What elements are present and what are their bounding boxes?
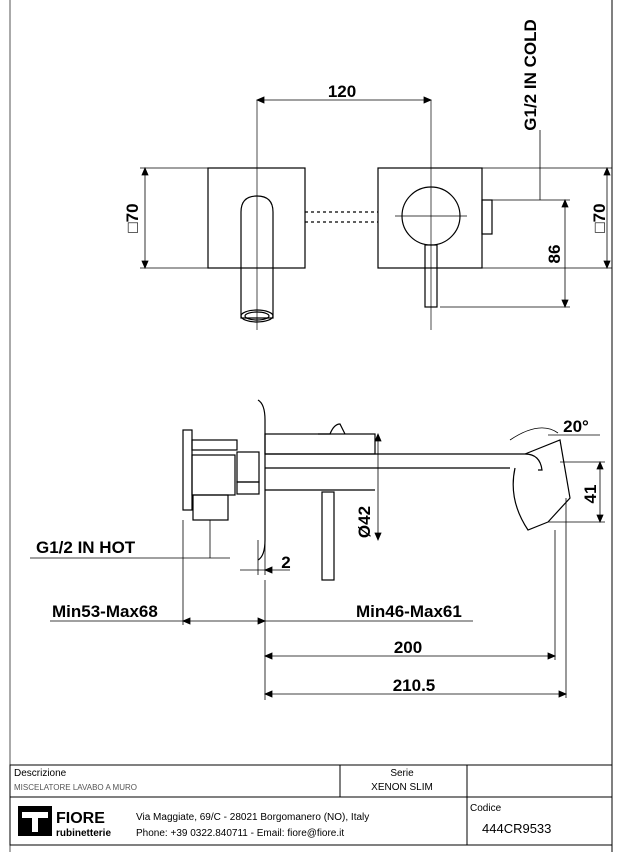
cold-inlet-stub [481, 199, 493, 235]
top-view-dimensions [140, 96, 612, 309]
dim-gap: 2 [281, 553, 290, 572]
side-view-dimensions [30, 427, 605, 700]
dim-outlet-drop: 41 [581, 485, 600, 504]
dim-reach: 200 [394, 638, 422, 657]
hot-inlet-stub [192, 494, 229, 521]
wall-plate-side [257, 399, 266, 561]
brand-name: FIORE [56, 810, 105, 827]
right-wall-plate [377, 167, 483, 269]
company-contacts: Phone: +39 0322.840711 - Email: fiore@fi… [136, 828, 344, 839]
fiore-logo: FIORE rubinetterie [18, 806, 111, 839]
dim-diameter: Ø42 [355, 506, 374, 538]
serie-label: Serie [390, 768, 414, 779]
dim-min-max-left: Min53-Max68 [52, 602, 158, 621]
mixer-lever [424, 244, 438, 308]
descrizione-value: MISCELATORE LAVABO A MURO [14, 783, 137, 792]
label-hot-inlet: G1/2 IN HOT [36, 538, 136, 557]
codice-value: 444CR9533 [482, 821, 551, 836]
descrizione-label: Descrizione [14, 768, 67, 779]
dim-min-max-right: Min46-Max61 [356, 602, 462, 621]
left-wall-plate [207, 167, 306, 269]
spout-top [240, 195, 274, 319]
dim-total: 210.5 [393, 676, 436, 695]
serie-value: XENON SLIM [371, 782, 433, 793]
dim-height: 86 [545, 245, 564, 264]
company-address: Via Maggiate, 69/C - 28021 Borgomanero (… [136, 812, 369, 823]
dim-top-width: 120 [328, 82, 356, 101]
codice-label: Codice [470, 803, 502, 814]
brand-sub: rubinetterie [56, 828, 111, 839]
dim-left-square: □70 [123, 203, 142, 232]
dim-right-square: □70 [590, 203, 609, 232]
dim-angle: 20° [563, 417, 589, 436]
top-view [207, 100, 493, 330]
title-block [9, 764, 613, 846]
label-cold-inlet: G1/2 IN COLD [521, 19, 540, 130]
spout-side [265, 453, 543, 471]
side-view [182, 399, 571, 581]
lever-side [321, 491, 335, 581]
